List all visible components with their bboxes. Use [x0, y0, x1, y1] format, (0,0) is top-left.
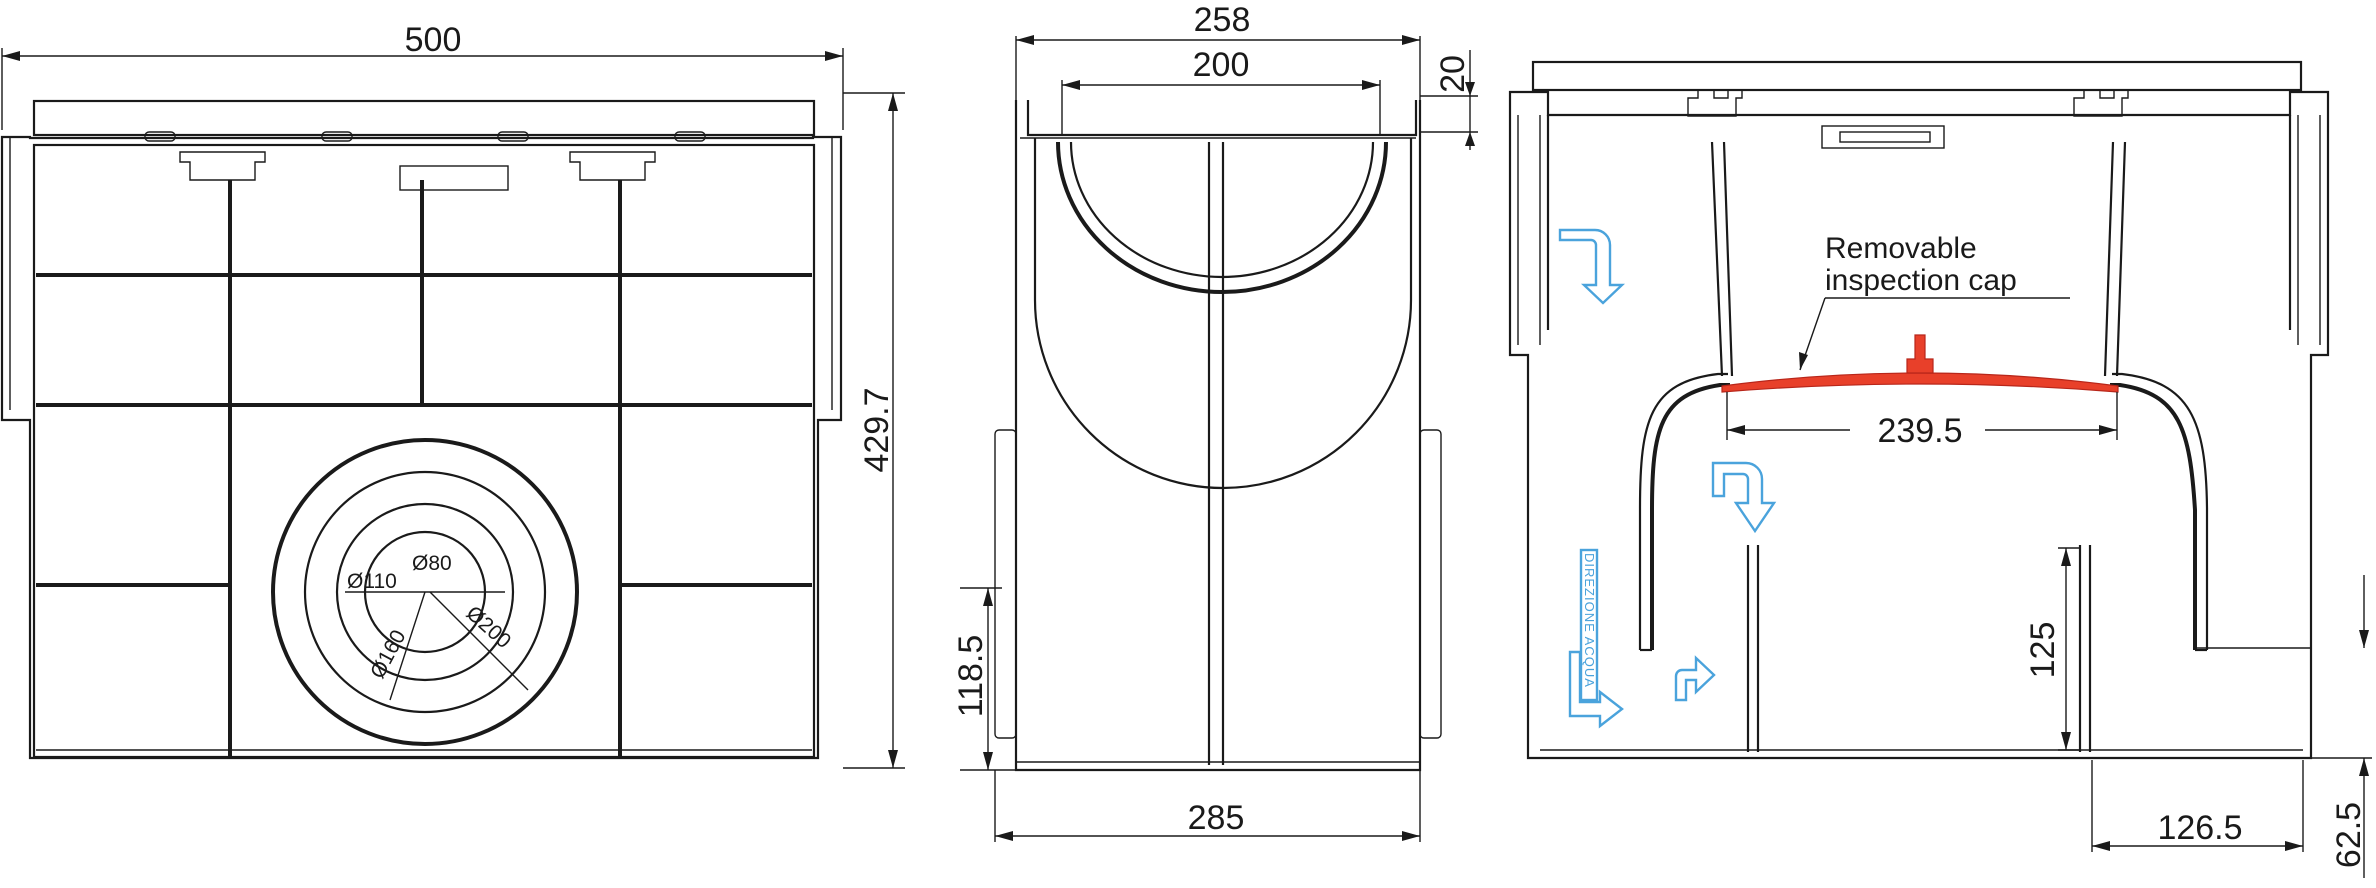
dim-20: 20	[1434, 55, 1472, 93]
outlet-height-dimension: 62.5	[2311, 575, 2372, 878]
front-body	[0, 99, 843, 760]
section-view: Removable inspection cap 239.5 125	[1508, 60, 2372, 878]
flow-arrow-icon	[1711, 461, 1777, 534]
weir-height-dimension: 125	[2024, 547, 2080, 751]
flow-arrows: DIREZIONE ACQUA	[1558, 228, 1777, 729]
side-top-dimensions: 258 200 20	[1015, 1, 1478, 150]
dim-285: 285	[1188, 799, 1245, 837]
inspection-cap	[1721, 334, 2119, 393]
dim-200: 200	[1193, 46, 1250, 84]
cap-width-dimension: 239.5	[1726, 392, 2118, 450]
flow-direction-label: DIREZIONE ACQUA	[1582, 553, 1597, 688]
side-view: 258 200 20	[952, 1, 1478, 842]
dim-500: 500	[405, 21, 462, 59]
flow-arrow-icon	[1568, 650, 1624, 729]
front-height-dimension: 429.7	[843, 92, 905, 769]
dim-126-5: 126.5	[2157, 809, 2242, 847]
side-body	[994, 100, 1442, 772]
front-view: 500	[0, 21, 905, 769]
front-outlet-circles: Ø110 Ø80 Ø160 Ø200	[271, 438, 579, 746]
dim-dia-110: Ø110	[347, 570, 397, 593]
dim-dia-160: Ø160	[366, 626, 410, 682]
section-body	[1508, 60, 2330, 760]
cap-label-line2: inspection cap	[1825, 264, 2017, 297]
outlet-offset-dimension: 126.5	[2091, 760, 2304, 852]
flow-arrow-icon	[1558, 228, 1626, 305]
dim-125: 125	[2024, 622, 2062, 679]
side-bottom-dimension: 285	[994, 770, 1421, 842]
dim-dia-80: Ø80	[412, 552, 452, 575]
cap-label: Removable inspection cap	[1799, 232, 2070, 371]
cap-label-line1: Removable	[1825, 232, 1977, 265]
front-width-dimension: 500	[1, 21, 844, 130]
dim-258: 258	[1194, 1, 1251, 39]
side-outlet-dimension: 118.5	[952, 587, 1016, 771]
flow-arrow-icon	[1674, 655, 1716, 702]
dim-dia-200: Ø200	[462, 602, 516, 653]
dim-62-5: 62.5	[2330, 802, 2368, 868]
dim-429-7: 429.7	[858, 387, 896, 472]
dim-118-5: 118.5	[952, 635, 990, 718]
dim-239-5: 239.5	[1877, 412, 1962, 450]
